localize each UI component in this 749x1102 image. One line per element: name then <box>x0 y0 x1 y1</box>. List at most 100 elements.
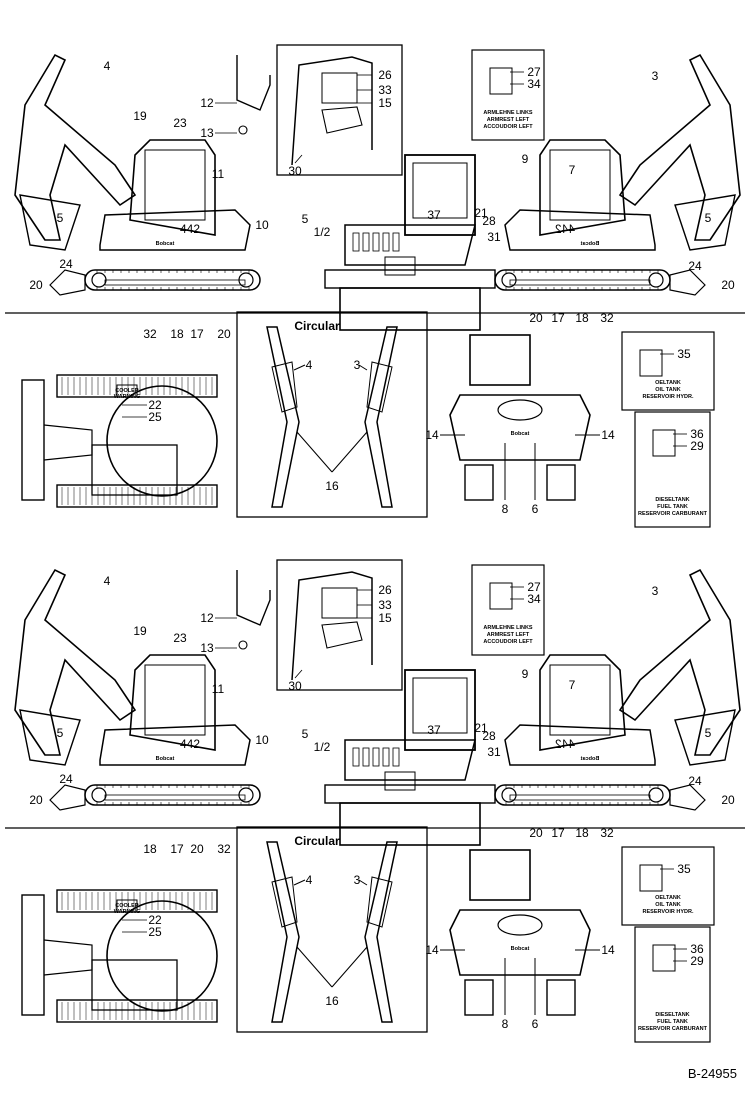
cab-rear <box>469 334 531 386</box>
track-frame <box>104 279 246 286</box>
label-text: FUEL TANK <box>657 1019 688 1025</box>
leader-line <box>296 431 333 473</box>
callout-number: 17 <box>190 327 204 341</box>
callout-number: 3 <box>354 873 361 887</box>
boom-left-decal <box>271 361 298 413</box>
cab <box>539 654 626 751</box>
label-text: ACCOUDOIR LEFT <box>483 639 533 645</box>
track <box>84 269 261 291</box>
cab-rear <box>469 849 531 901</box>
engine-hood-top <box>91 444 178 496</box>
callout-number: 35 <box>677 862 691 876</box>
callout-number: 10 <box>255 733 269 747</box>
callout-number: 19 <box>133 109 147 123</box>
label-text: OELTANK <box>655 380 681 386</box>
callout-number: 25 <box>148 410 162 424</box>
model-badge: 442 <box>555 222 575 236</box>
callout-number: 20 <box>721 278 735 292</box>
callout-number: 22 <box>148 913 162 927</box>
callout-number: 34 <box>527 77 541 91</box>
counterweight <box>449 909 591 976</box>
dozer-blade <box>669 269 706 296</box>
cab-window <box>144 149 206 221</box>
detail-frame <box>276 559 403 691</box>
callout-number: 23 <box>173 631 187 645</box>
label-text: DIESELTANK <box>655 1012 689 1018</box>
callout-number: 12 <box>200 611 214 625</box>
callout-number: 20 <box>190 842 204 856</box>
boom-arm <box>618 53 741 241</box>
cab-window <box>144 664 206 736</box>
decal-panel <box>321 587 358 619</box>
swing-mount <box>384 771 416 791</box>
leader-line <box>358 364 368 371</box>
callout-number: 19 <box>133 624 147 638</box>
track-top-lower <box>56 999 218 1023</box>
label-text: FUEL TANK <box>657 504 688 510</box>
detail-frame <box>236 826 428 1033</box>
callout-number: 5 <box>302 212 309 226</box>
callout-number: 24 <box>59 772 73 786</box>
engine-hood-top <box>91 959 178 1011</box>
label-decal <box>652 429 676 457</box>
body-front <box>344 224 476 266</box>
callout-number: 4 <box>104 574 111 588</box>
callout-number: 13 <box>200 126 214 140</box>
track-frame <box>509 794 651 801</box>
callout-number: 4 <box>306 873 313 887</box>
boom-stub <box>43 939 93 976</box>
callout-number: 5 <box>302 727 309 741</box>
callout-number: 5 <box>57 211 64 225</box>
callout-number: 35 <box>677 347 691 361</box>
callout-number: 5 <box>57 726 64 740</box>
boom-left <box>266 326 300 508</box>
callout-number: 7 <box>569 163 576 177</box>
callout-number: 30 <box>288 679 302 693</box>
grille-slot <box>362 747 370 767</box>
model-badge: 442 <box>555 737 575 751</box>
brand-decal: Bobcat <box>511 946 530 952</box>
leader-line <box>294 154 303 164</box>
seat <box>321 621 363 649</box>
callout-number: 17 <box>551 311 565 325</box>
track-top-lower <box>56 484 218 508</box>
callout-number: 32 <box>143 327 157 341</box>
callout-number: 17 <box>170 842 184 856</box>
label-text: WARNING <box>114 394 141 400</box>
callout-number: 21 <box>474 721 488 735</box>
callout-number: 29 <box>690 954 704 968</box>
label-text: ARMREST LEFT <box>487 117 530 123</box>
label-frame <box>471 49 545 141</box>
callout-number: 34 <box>527 592 541 606</box>
callout-number: 24 <box>688 259 702 273</box>
leader-line <box>294 669 303 679</box>
label-text: OIL TANK <box>655 902 680 908</box>
callout-number: 5 <box>705 726 712 740</box>
callout-number: 15 <box>378 96 392 110</box>
idler-wheel <box>91 272 107 288</box>
callout-number: 8 <box>502 502 509 516</box>
label-text: RESERVOIR HYDR. <box>643 394 694 400</box>
brand-decal: Bobcat <box>156 756 175 762</box>
document-id: B-24955 <box>687 1066 737 1081</box>
brand-decal: Bobcat <box>511 431 530 437</box>
grille-slot <box>372 747 380 767</box>
callout-number: 27 <box>527 580 541 594</box>
front-view <box>324 669 496 846</box>
boom-left <box>266 841 300 1023</box>
callout-number: 28 <box>482 729 496 743</box>
callout-number: 13 <box>200 641 214 655</box>
body-front <box>344 739 476 781</box>
label-text: COOLER <box>115 903 139 909</box>
callout-number: 1/2 <box>314 740 331 754</box>
